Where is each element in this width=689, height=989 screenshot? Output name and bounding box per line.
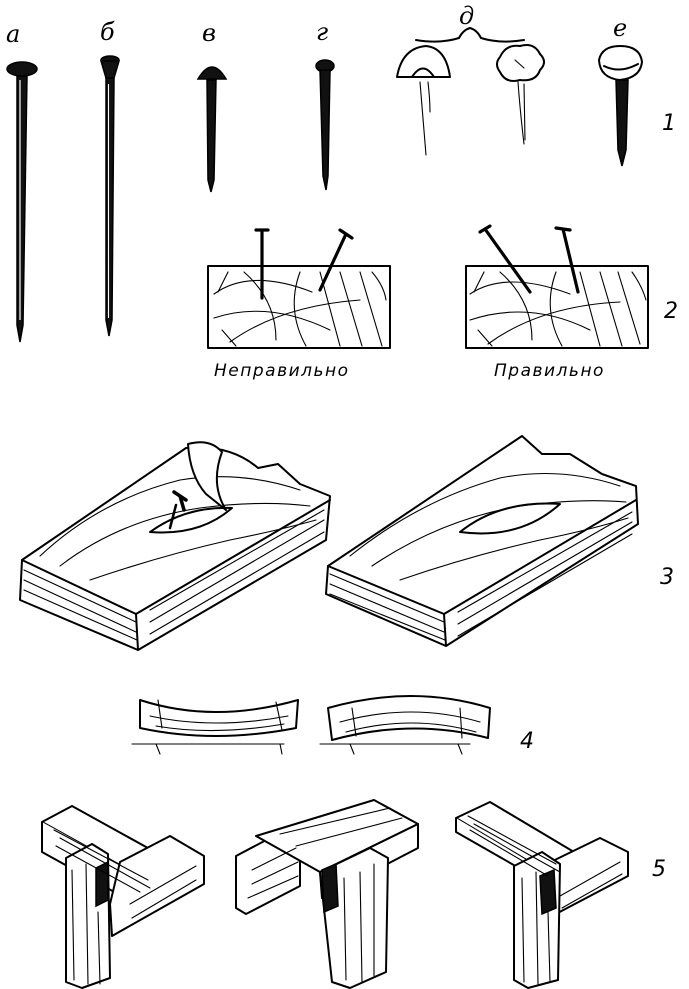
right-nailing-block — [465, 224, 649, 349]
corner-joint-1 — [41, 805, 205, 989]
row-number-2: 2 — [664, 299, 678, 324]
nail-b-conical-head — [99, 55, 121, 337]
warp-section-bowed — [319, 695, 491, 755]
row-number-3: 3 — [660, 565, 674, 590]
row-number-5: 5 — [652, 857, 666, 882]
label-a: а — [6, 20, 20, 48]
row-number-4: 4 — [520, 729, 534, 754]
nail-a-flat-head — [6, 61, 38, 343]
intact-board — [325, 435, 639, 647]
nail-d-decorative-pair — [396, 27, 545, 156]
wrong-nailing-block — [207, 228, 391, 349]
caption-right: Правильно — [494, 361, 605, 381]
caption-wrong: Неправильно — [214, 361, 350, 381]
corner-joint-2 — [235, 799, 419, 989]
row-number-1: 1 — [662, 111, 676, 136]
label-b: б — [100, 18, 115, 46]
nail-e-mushroom-head — [598, 45, 643, 167]
label-g: г — [316, 18, 328, 46]
label-v: в — [202, 19, 216, 47]
split-board — [19, 441, 331, 651]
nail-types-row — [6, 27, 643, 343]
nail-v-round-head — [196, 66, 228, 193]
label-d: д — [459, 2, 474, 30]
corner-joint-3 — [455, 801, 629, 989]
warp-section-cupped — [131, 699, 299, 755]
nail-g-small-head — [315, 59, 335, 191]
label-e: е — [613, 14, 627, 42]
